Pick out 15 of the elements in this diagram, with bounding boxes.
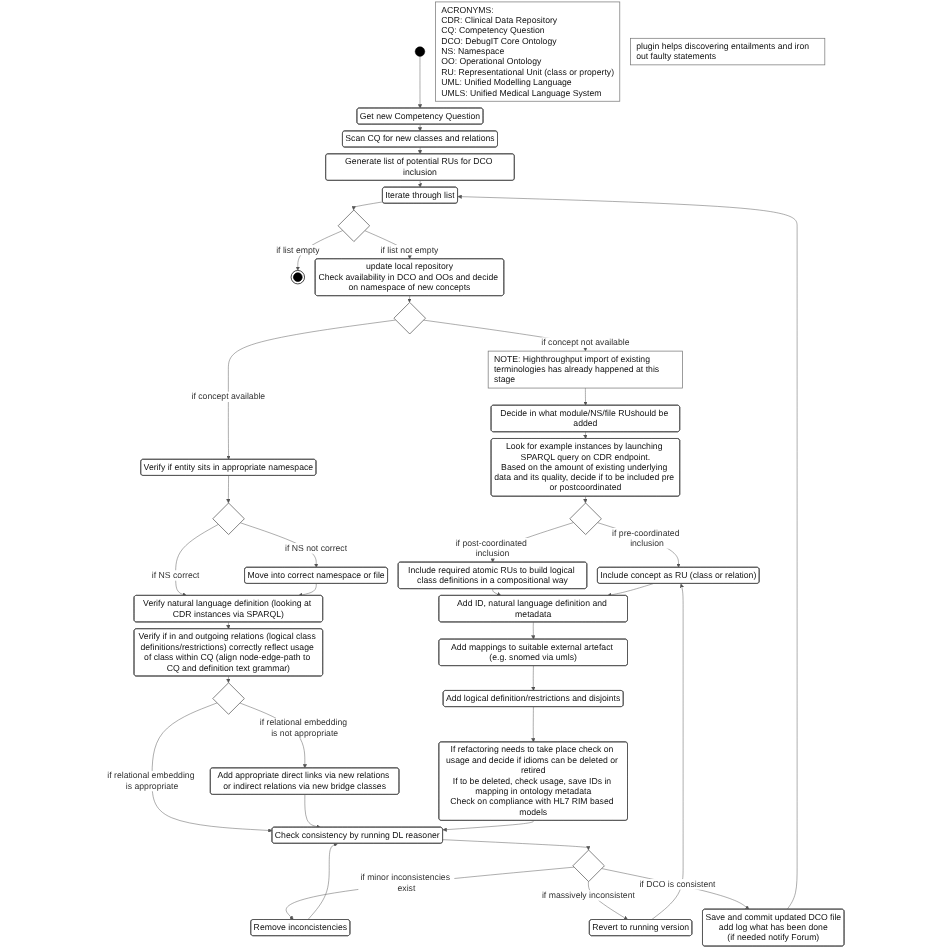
arrow <box>226 676 231 683</box>
node-diamond <box>212 682 245 715</box>
arrow <box>417 124 423 132</box>
node-diamond <box>569 502 602 535</box>
node-diamond <box>337 209 371 242</box>
node-diamond <box>212 502 245 535</box>
arrow <box>417 147 423 155</box>
arrow <box>583 496 588 504</box>
arrow <box>417 180 423 188</box>
node-diamond <box>572 849 605 882</box>
node-diamond <box>393 302 426 335</box>
arrow <box>407 295 412 303</box>
arrow <box>583 431 588 439</box>
arrow <box>226 621 231 630</box>
node-circle <box>414 46 426 57</box>
